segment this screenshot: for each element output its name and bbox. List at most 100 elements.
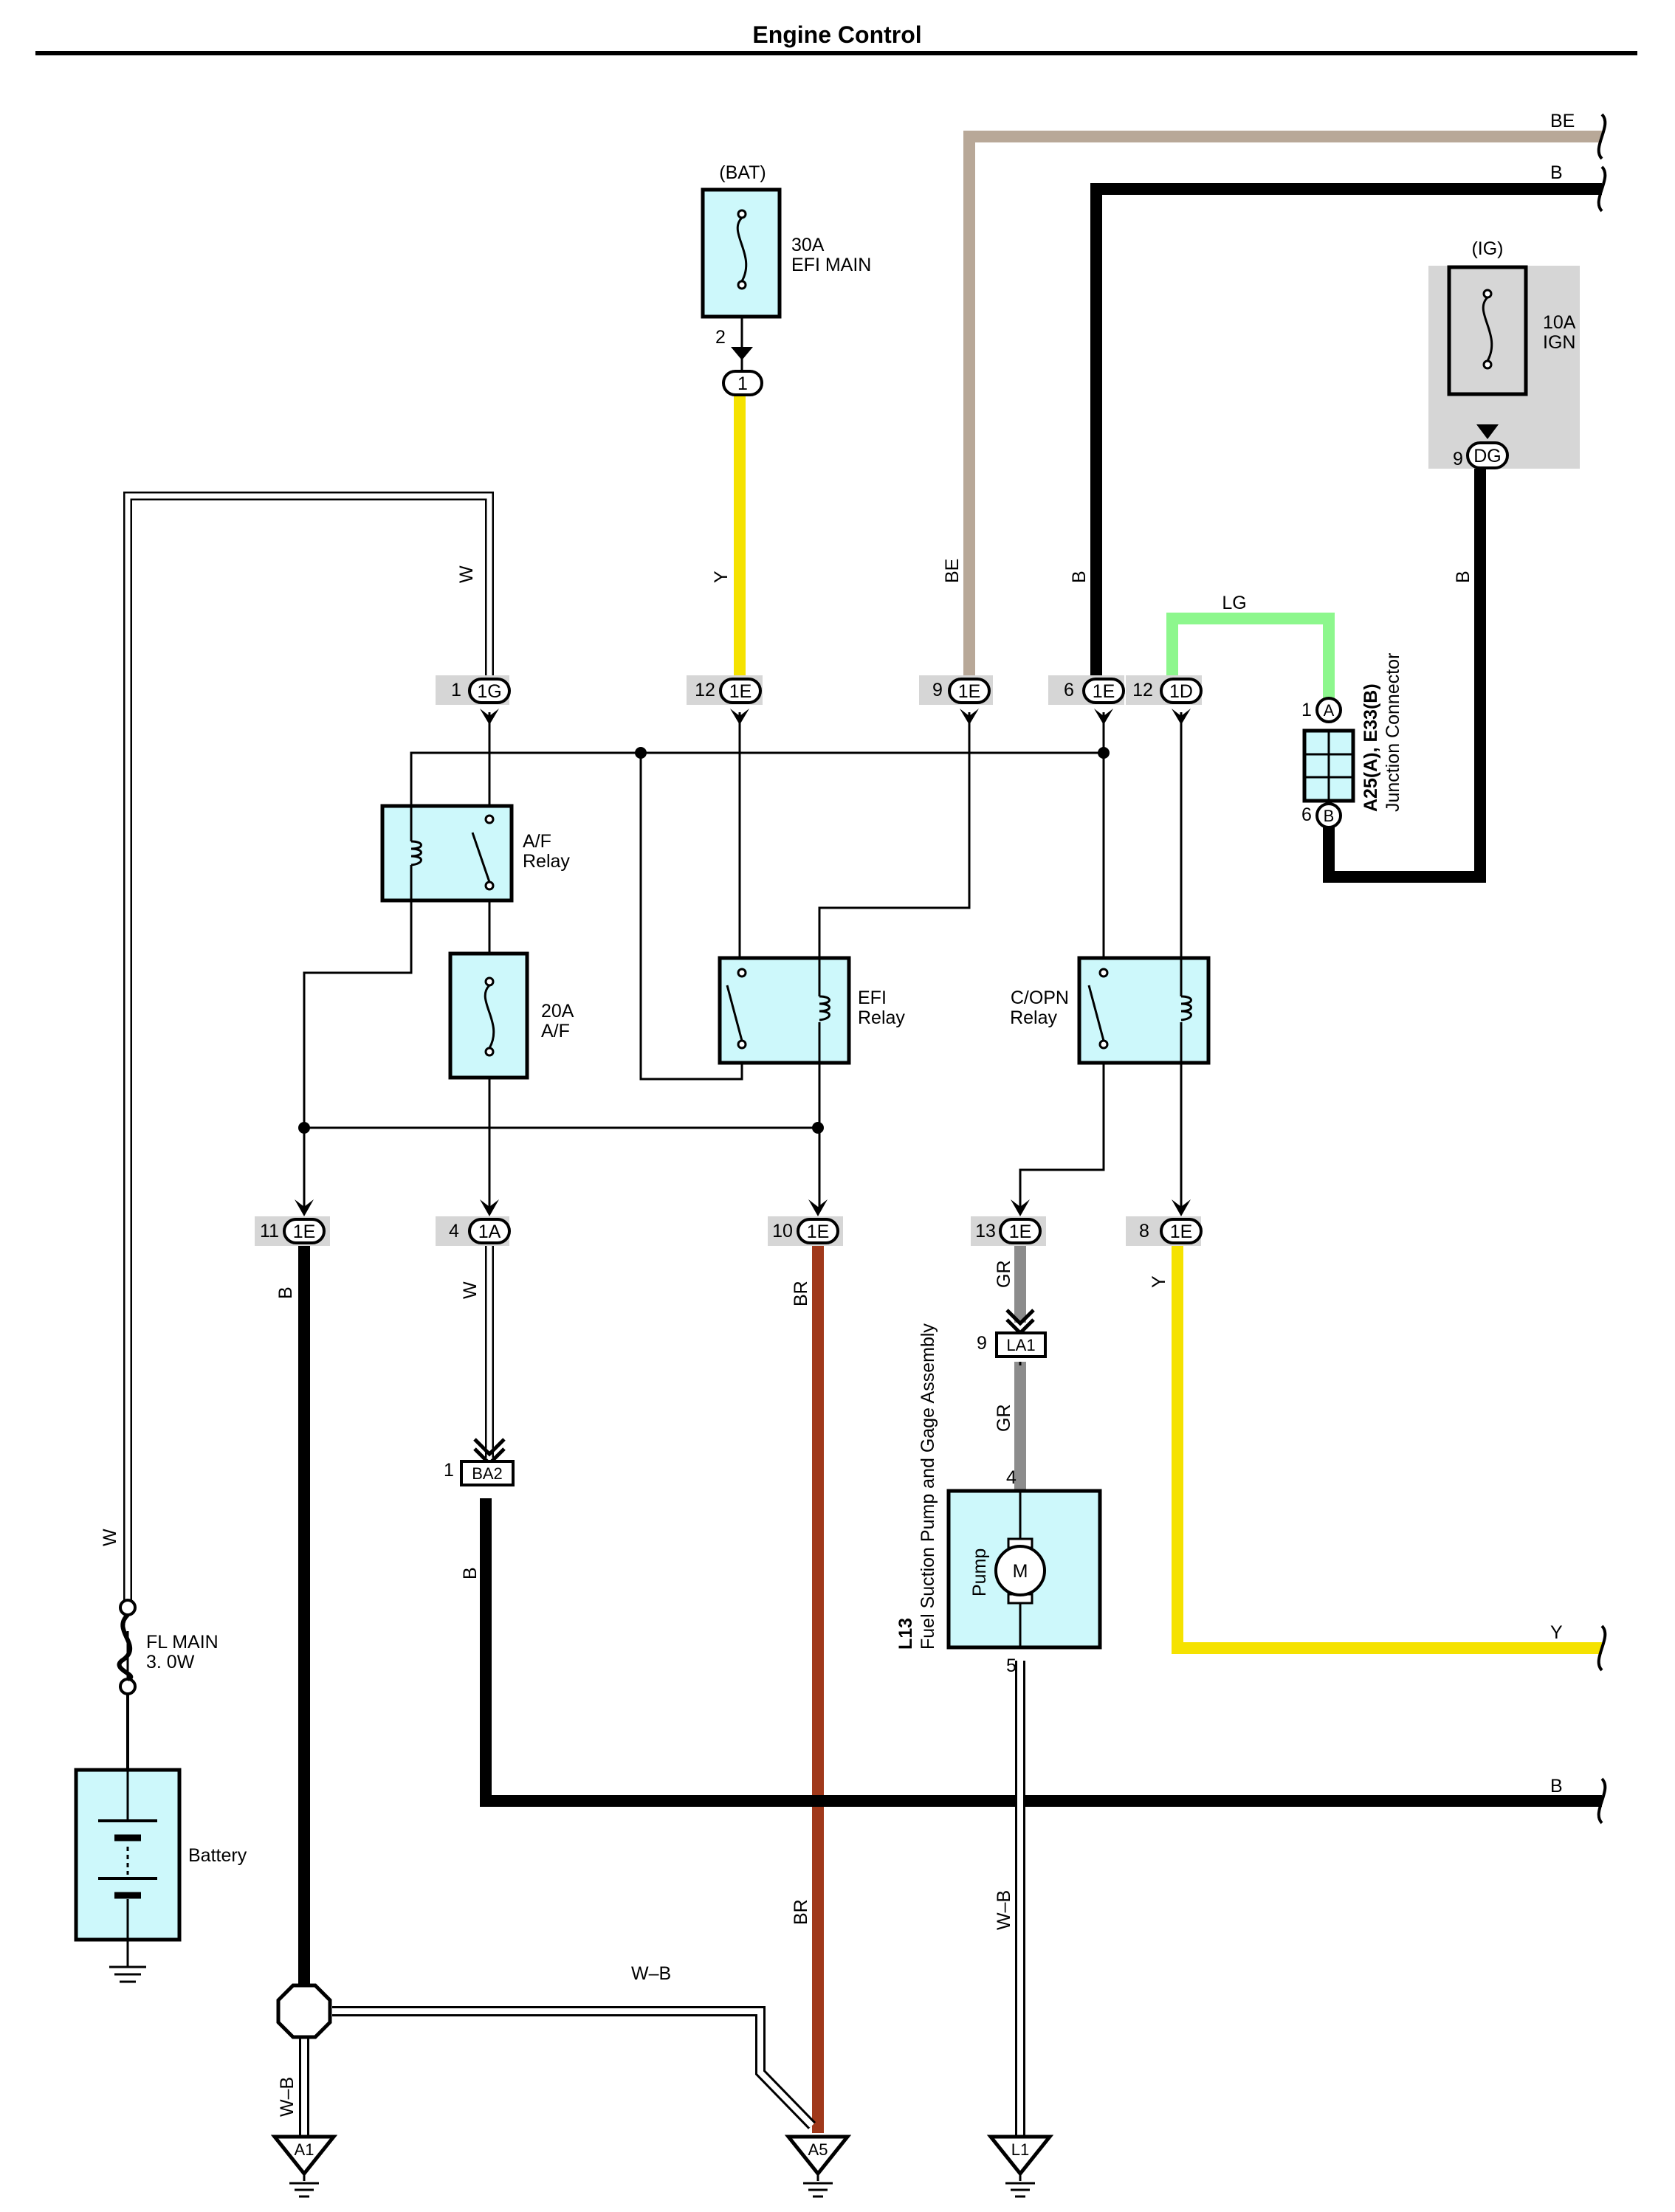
svg-text:(BAT): (BAT) — [719, 162, 766, 183]
svg-text:B: B — [1324, 807, 1335, 825]
svg-text:3. 0W: 3. 0W — [146, 1652, 195, 1672]
svg-text:IGN: IGN — [1543, 332, 1575, 353]
svg-text:W–B: W–B — [994, 1890, 1014, 1930]
svg-text:Pump: Pump — [969, 1548, 990, 1596]
svg-text:A/F: A/F — [541, 1021, 570, 1041]
wire-lg — [1166, 613, 1335, 709]
fuse-af: 20A A/F — [448, 951, 574, 1080]
svg-text:20A: 20A — [541, 1001, 574, 1021]
connector-1d-12: 12 1D — [1126, 675, 1203, 725]
svg-text:W: W — [456, 565, 477, 583]
svg-text:BA2: BA2 — [472, 1464, 503, 1483]
svg-text:1E: 1E — [807, 1222, 830, 1242]
ground-splice-node — [276, 1983, 332, 2039]
svg-text:B: B — [1069, 571, 1090, 583]
connector-1e-6: 6 1E — [1048, 675, 1125, 725]
connector-la1: 9 LA1 — [977, 1309, 1047, 1358]
svg-text:B: B — [1550, 1776, 1563, 1796]
connector-1e-12: 12 1E — [687, 675, 763, 725]
svg-text:DG: DG — [1473, 446, 1502, 466]
svg-text:W–B: W–B — [277, 2077, 297, 2117]
wire-b-ba2 — [480, 1498, 1602, 1807]
svg-text:12: 12 — [1132, 680, 1153, 700]
connector-1e-9: 9 1E — [919, 675, 993, 725]
svg-text:1: 1 — [451, 680, 461, 700]
fuel-pump: 4 M Pump 5 L13 Fuel Suction Pump and Gag… — [895, 1323, 1102, 1676]
svg-text:W: W — [460, 1281, 481, 1299]
connector-1e-10: 10 1E — [768, 1199, 843, 1246]
wire-wb-mid — [332, 2006, 816, 2129]
connector-ba2: 1 BA2 — [444, 1438, 515, 1486]
svg-text:EFI MAIN: EFI MAIN — [791, 255, 871, 275]
svg-text:10: 10 — [772, 1221, 793, 1241]
svg-text:30A: 30A — [791, 235, 825, 255]
svg-text:1E: 1E — [729, 681, 752, 702]
svg-text:13: 13 — [975, 1221, 996, 1241]
svg-text:1: 1 — [737, 373, 748, 394]
page-title: Engine Control — [752, 21, 921, 48]
wire-w-left — [123, 492, 494, 1602]
svg-text:2: 2 — [715, 327, 726, 348]
svg-text:11: 11 — [260, 1221, 279, 1241]
svg-text:B: B — [1453, 571, 1473, 583]
svg-text:B: B — [275, 1286, 296, 1299]
svg-text:1: 1 — [444, 1460, 454, 1481]
wire-be — [963, 131, 1602, 686]
svg-text:1E: 1E — [1170, 1222, 1193, 1242]
af-relay: A/F Relay — [380, 804, 570, 903]
svg-text:(IG): (IG) — [1471, 238, 1503, 259]
svg-text:BE: BE — [1550, 111, 1575, 131]
svg-text:Junction Connector: Junction Connector — [1383, 653, 1403, 812]
wire-break-marks — [1597, 113, 1607, 1825]
connector-1g-1: 1 1G — [436, 675, 511, 725]
svg-text:Y: Y — [711, 571, 732, 583]
svg-text:1E: 1E — [293, 1222, 316, 1242]
svg-text:1: 1 — [1301, 700, 1312, 720]
ground-a1: A1 — [270, 2135, 338, 2198]
svg-text:M: M — [1013, 1561, 1028, 1582]
svg-text:L13: L13 — [895, 1618, 916, 1650]
connector-1e-11: 11 1E — [255, 1199, 330, 1246]
svg-text:A: A — [1324, 701, 1335, 720]
svg-text:FL MAIN: FL MAIN — [146, 1632, 219, 1653]
svg-text:1A: 1A — [478, 1222, 501, 1242]
svg-text:4: 4 — [449, 1221, 459, 1241]
wire-labels: BE B Y B LG W–B W W Y BE B B B W BR GR G… — [100, 111, 1575, 2117]
svg-text:Relay: Relay — [523, 851, 570, 872]
svg-text:1E: 1E — [1093, 681, 1115, 702]
svg-text:Y: Y — [1149, 1275, 1169, 1288]
ground-a5: A5 — [784, 2135, 852, 2198]
svg-text:W: W — [100, 1529, 120, 1546]
svg-text:1D: 1D — [1169, 681, 1193, 702]
svg-text:1E: 1E — [958, 681, 981, 702]
svg-text:EFI: EFI — [858, 988, 887, 1008]
svg-text:L1: L1 — [1011, 2140, 1029, 2159]
svg-text:9: 9 — [1453, 449, 1463, 469]
svg-text:W–B: W–B — [631, 1963, 671, 1984]
svg-text:Relay: Relay — [858, 1007, 905, 1028]
svg-text:LG: LG — [1222, 593, 1246, 613]
fuse-efi-main: (BAT) 30A EFI MAIN 2 1 — [701, 162, 871, 396]
svg-text:B: B — [1550, 162, 1563, 183]
svg-text:Y: Y — [1550, 1622, 1563, 1643]
svg-text:12: 12 — [695, 680, 715, 700]
svg-text:5: 5 — [1006, 1655, 1017, 1676]
svg-text:6: 6 — [1301, 804, 1312, 825]
svg-text:LA1: LA1 — [1006, 1336, 1035, 1354]
svg-text:GR: GR — [994, 1405, 1014, 1433]
svg-text:9: 9 — [977, 1333, 987, 1354]
connector-1e-8: 8 1E — [1126, 1199, 1203, 1246]
battery-ground-icon — [109, 1965, 146, 1983]
svg-text:A25(A), E33(B): A25(A), E33(B) — [1361, 683, 1381, 812]
internal-circuit-lines — [126, 299, 1489, 1967]
fuse-ign: (IG) 10A IGN 9 DG — [1428, 238, 1580, 469]
svg-text:A5: A5 — [808, 2140, 828, 2159]
svg-text:Fuel Suction Pump and Gage Ass: Fuel Suction Pump and Gage Assembly — [918, 1323, 938, 1650]
efi-relay: EFI Relay — [718, 956, 905, 1065]
svg-text:GR: GR — [994, 1261, 1014, 1289]
svg-text:9: 9 — [932, 680, 943, 700]
svg-text:BR: BR — [791, 1899, 811, 1925]
fusible-link-fl-main: FL MAIN 3. 0W — [117, 1599, 219, 1770]
svg-text:C/OPN: C/OPN — [1011, 988, 1069, 1008]
